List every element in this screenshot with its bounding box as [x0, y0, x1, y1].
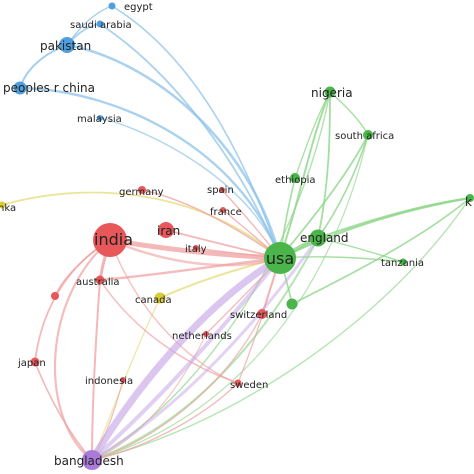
- edge-england-southafrica: [317, 134, 369, 239]
- edge-kenya-greennode: [291, 197, 471, 305]
- label-iran: iran: [157, 224, 180, 238]
- label-india: india: [94, 230, 133, 249]
- node-england[interactable]: [309, 229, 327, 247]
- edge-japan-bangladesh: [34, 361, 93, 461]
- node-green-unlabeled[interactable]: [286, 298, 298, 310]
- label-canada: canada: [135, 295, 172, 306]
- edge-srilanka-usa: [1, 191, 281, 259]
- node-red-unlabeled[interactable]: [51, 292, 59, 300]
- label-france: france: [210, 207, 242, 218]
- label-egypt: egypt: [124, 2, 153, 13]
- edge-australia-usa: [98, 256, 282, 282]
- edge-england-kenya: [317, 197, 471, 239]
- node-italy[interactable]: [193, 245, 199, 251]
- node-sri-lanka[interactable]: [0, 201, 6, 209]
- node-tanzania[interactable]: [399, 258, 407, 266]
- label-malaysia: malaysia: [77, 114, 122, 125]
- node-pakistan[interactable]: [59, 37, 75, 53]
- edge-australia-bangladesh: [91, 279, 101, 461]
- edge-usa-saudi: [99, 23, 281, 259]
- edge-bangladesh-england: [90, 236, 320, 462]
- node-saudi-arabia[interactable]: [96, 20, 104, 28]
- label-ethiopia: ethiopia: [275, 175, 316, 186]
- label-japan: japan: [17, 358, 46, 369]
- node-netherlands[interactable]: [203, 331, 209, 337]
- node-ethiopia[interactable]: [290, 173, 300, 183]
- edge-usa-nigeria: [279, 91, 331, 259]
- node-egypt[interactable]: [108, 2, 116, 10]
- label-england: england: [300, 231, 349, 245]
- network-edges: [1, 5, 472, 464]
- edge-bangladesh-usa: [88, 254, 284, 464]
- node-bangladesh[interactable]: [82, 450, 102, 470]
- edge-switzerland-bangladesh: [91, 313, 263, 461]
- label-kenya: k: [465, 195, 472, 209]
- node-kenya[interactable]: [466, 194, 474, 202]
- label-saudi-arabia: saudi arabia: [70, 20, 132, 31]
- label-sweden: sweden: [230, 380, 268, 391]
- edge-usa-china: [18, 86, 282, 260]
- node-germany[interactable]: [138, 186, 146, 194]
- node-usa[interactable]: [264, 242, 296, 274]
- edge-usa-egypt: [111, 5, 281, 259]
- node-iran[interactable]: [158, 222, 174, 238]
- label-pakistan: pakistan: [40, 39, 91, 53]
- label-usa: usa: [266, 249, 294, 268]
- edge-sweden-bangladesh: [91, 382, 239, 461]
- node-indonesia[interactable]: [120, 377, 126, 383]
- node-canada[interactable]: [154, 292, 166, 304]
- node-malaysia[interactable]: [97, 115, 103, 121]
- edge-nigeria-ethiopia: [294, 91, 331, 179]
- node-sweden[interactable]: [234, 379, 242, 387]
- edge-india-bangladesh: [53, 238, 112, 462]
- node-australia[interactable]: [95, 275, 105, 285]
- node-india[interactable]: [93, 223, 127, 257]
- label-spain: spain: [207, 185, 234, 196]
- network-labels: egypt saudi arabia pakistan peoples r ch…: [0, 2, 472, 468]
- edge-england-nigeria: [317, 91, 331, 239]
- label-indonesia: indonesia: [85, 376, 133, 387]
- label-italy: italy: [185, 244, 207, 255]
- label-australia: australia: [76, 277, 120, 288]
- label-tanzania: tanzania: [381, 258, 424, 269]
- edge-kenya-bangladesh: [91, 197, 471, 461]
- edge-india-sweden: [109, 239, 239, 384]
- label-south-africa: south africa: [335, 131, 394, 142]
- node-south-africa[interactable]: [363, 130, 373, 140]
- edge-india-usa-2: [108, 238, 282, 267]
- edge-germany-usa: [141, 189, 281, 259]
- edge-usa-pakistan: [65, 43, 282, 260]
- node-peoples-r-china[interactable]: [13, 81, 27, 95]
- edge-india-usa: [107, 237, 283, 261]
- label-netherlands: netherlands: [172, 331, 232, 342]
- node-japan[interactable]: [30, 357, 40, 367]
- label-peoples-r-china: peoples r china: [3, 81, 95, 95]
- label-sri-lanka: nka: [0, 203, 16, 214]
- edge-usa-southafrica: [279, 134, 369, 259]
- node-switzerland[interactable]: [257, 309, 267, 319]
- node-nigeria[interactable]: [324, 86, 336, 98]
- label-switzerland: switzerland: [230, 310, 287, 321]
- edge-usa-malaysia: [99, 117, 281, 259]
- edge-bangladesh-usa-2: [90, 256, 282, 462]
- node-spain[interactable]: [219, 187, 225, 193]
- label-bangladesh: bangladesh: [54, 454, 124, 468]
- label-nigeria: nigeria: [311, 86, 353, 100]
- label-germany: germany: [119, 187, 164, 198]
- edge-england-tanzania: [317, 237, 404, 263]
- node-france[interactable]: [220, 207, 226, 213]
- edge-southafrica-bangladesh: [91, 134, 369, 461]
